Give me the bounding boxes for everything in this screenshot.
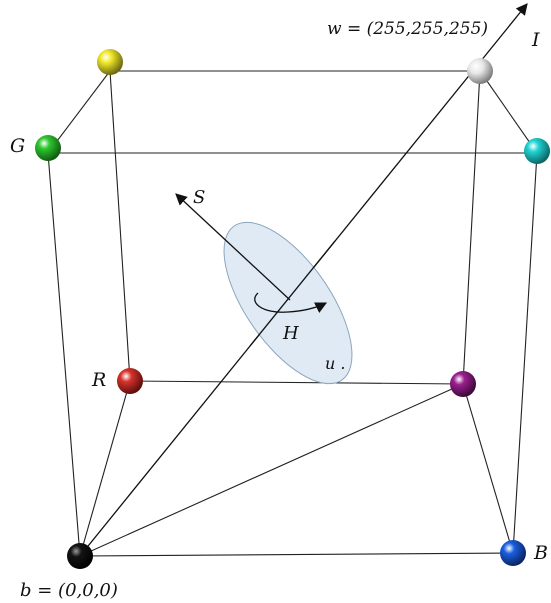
edge-green-yellow	[47, 70, 111, 154]
red-label: R	[91, 369, 106, 391]
green-label: G	[10, 135, 25, 157]
edge-red-black	[79, 380, 131, 557]
edge-cyan-blue	[512, 152, 538, 554]
blue-corner-sphere	[500, 540, 526, 566]
edge-black-blue	[79, 552, 514, 557]
blue-label: B	[533, 542, 548, 564]
edge-black-magenta	[79, 383, 464, 557]
u-label: u .	[325, 354, 345, 373]
cyan-corner-sphere	[524, 138, 550, 164]
green-corner-sphere	[35, 135, 61, 161]
white-point-label: w = (255,255,255)	[327, 19, 488, 39]
corner-spheres	[35, 49, 550, 569]
hue-saturation-plane	[223, 221, 353, 385]
saturation-label: S	[193, 187, 205, 208]
yellow-corner-sphere	[97, 49, 123, 75]
edge-white-cyan	[479, 70, 538, 154]
intensity-axis-label: I	[531, 29, 540, 51]
edge-magenta-blue	[462, 383, 514, 554]
magenta-corner-sphere	[450, 371, 476, 397]
hue-arrow	[254, 292, 328, 313]
edge-white-magenta	[462, 70, 481, 385]
black-corner-sphere	[67, 543, 93, 569]
edge-green-black	[47, 152, 81, 557]
cube-edges	[47, 70, 538, 557]
red-corner-sphere	[117, 368, 143, 394]
black-point-label: b = (0,0,0)	[20, 580, 118, 601]
hue-label: H	[282, 323, 299, 344]
saturation-arrow	[175, 193, 291, 301]
edge-red-magenta	[129, 380, 464, 385]
white-corner-sphere	[467, 58, 493, 84]
intensity-axis-front	[249, 240, 336, 347]
edge-yellow-red	[109, 70, 131, 382]
